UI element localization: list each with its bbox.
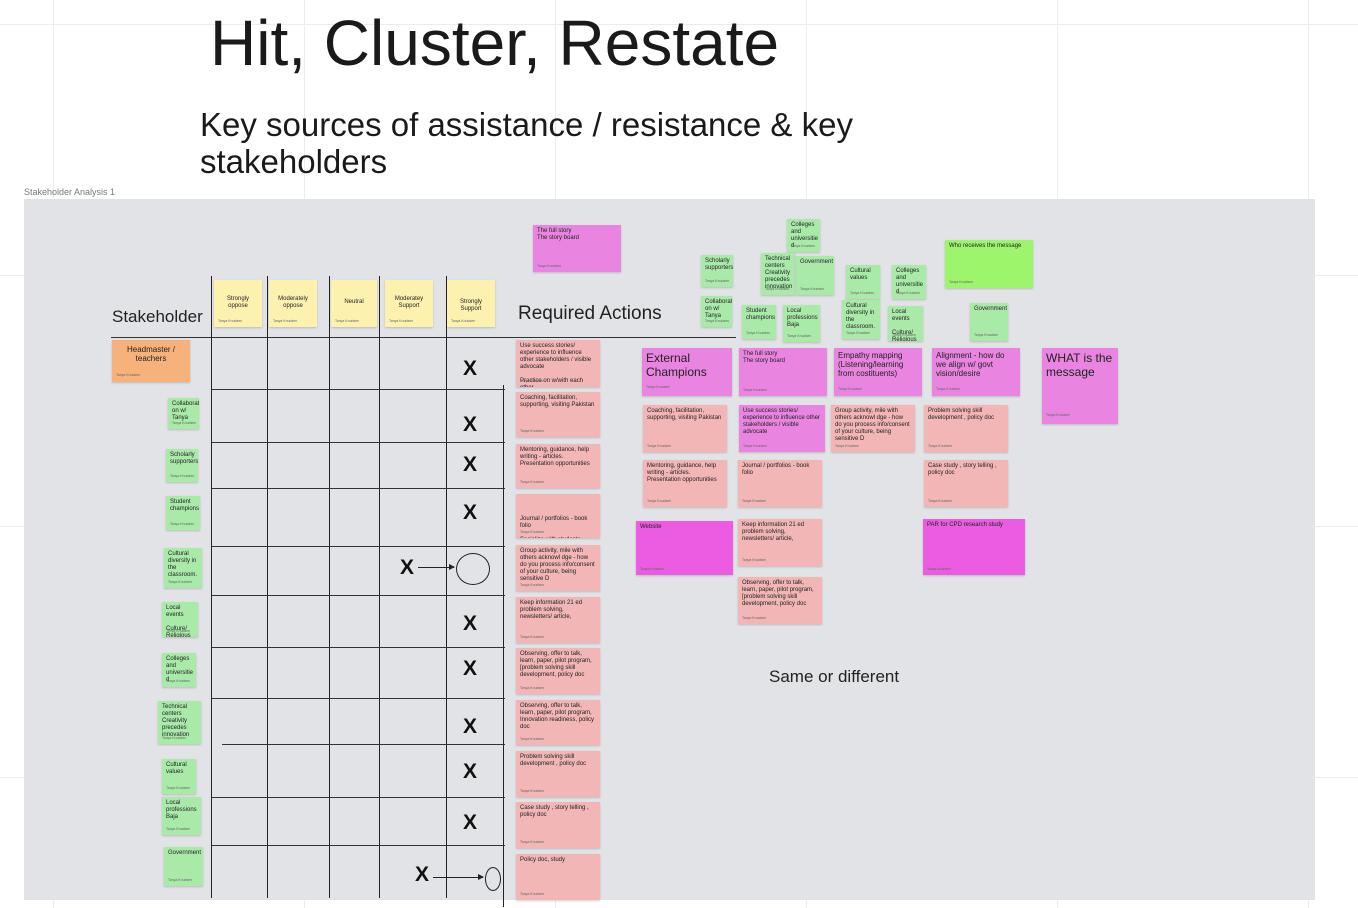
action-note[interactable]: Coaching, facilitation, supporting, visi… bbox=[516, 392, 600, 437]
moderately-support-mark: X bbox=[415, 863, 430, 886]
strongly-support-mark: X bbox=[463, 657, 478, 680]
theme-alignment[interactable]: Alignment - how do we align w/ govt visi… bbox=[932, 348, 1020, 396]
grid-vline bbox=[379, 276, 381, 898]
page-subtitle: Key sources of assistance / resistance &… bbox=[200, 106, 853, 180]
grid-hline bbox=[212, 442, 505, 444]
page-title: Hit, Cluster, Restate bbox=[210, 7, 780, 79]
action-note[interactable]: Group activity, mile with others acknowl… bbox=[516, 545, 600, 591]
stakeholder-note[interactable]: Technical centers Creativity precedes in… bbox=[158, 701, 201, 744]
grid-hline bbox=[212, 595, 505, 597]
strongly-support-mark: X bbox=[463, 413, 478, 436]
clustered-action-note[interactable]: Keep information 21 ed problem solving, … bbox=[738, 519, 822, 566]
header-underline bbox=[111, 337, 736, 339]
grid-hline bbox=[212, 698, 505, 700]
action-note[interactable]: Mentoring, guidance, help writing - arti… bbox=[516, 444, 600, 488]
action-note[interactable]: Problem solving skill development , poli… bbox=[516, 751, 600, 797]
moderately-support-mark: X bbox=[400, 556, 415, 579]
grid-vline bbox=[503, 385, 505, 907]
grid-vline bbox=[211, 276, 213, 898]
grid-vline bbox=[329, 276, 331, 898]
theme-empathy-mapping[interactable]: Empathy mapping (Listening/learning from… bbox=[834, 348, 922, 396]
strongly-support-mark: X bbox=[463, 501, 478, 524]
same-or-different-label: Same or different bbox=[769, 667, 900, 686]
action-note[interactable]: Keep information 21 ed problem solving, … bbox=[516, 597, 600, 643]
grid-hline bbox=[212, 488, 505, 490]
action-note[interactable]: Observing, offer to talk, learn, paper, … bbox=[516, 648, 600, 694]
target-circle bbox=[456, 553, 490, 585]
clustered-action-note[interactable]: Coaching, facilitation, supporting, visi… bbox=[643, 405, 727, 452]
strongly-support-mark: X bbox=[463, 760, 478, 783]
grid-hline bbox=[222, 744, 505, 746]
grid-hline bbox=[212, 546, 505, 548]
frame-label[interactable]: Stakeholder Analysis 1 bbox=[24, 187, 116, 197]
strongly-support-mark: X bbox=[463, 612, 478, 635]
shift-arrow bbox=[433, 874, 484, 880]
clustered-action-note[interactable]: Mentoring, guidance, help writing - arti… bbox=[643, 460, 727, 507]
stakeholder-note[interactable]: Cultural diversity in the classroom.Tany… bbox=[164, 548, 202, 588]
grid-hline bbox=[212, 845, 505, 847]
strongly-support-mark: X bbox=[463, 811, 478, 834]
target-circle bbox=[485, 867, 501, 891]
grid-vline bbox=[267, 276, 269, 898]
clustered-action-note[interactable]: Group activity, mile with others acknowl… bbox=[831, 405, 915, 452]
cluster-note[interactable]: Cultural diversity in the classroom.Tany… bbox=[842, 300, 880, 339]
clustered-action-note[interactable]: Problem solving skill development , poli… bbox=[924, 405, 1008, 452]
action-note[interactable]: Use success stories/ experience to influ… bbox=[516, 340, 600, 387]
cluster-note[interactable]: Technical centers Creativity precedes in… bbox=[761, 253, 795, 295]
shift-arrow bbox=[418, 564, 455, 570]
grid-hline bbox=[212, 797, 505, 799]
grid-hline bbox=[212, 647, 505, 649]
strongly-support-mark: X bbox=[463, 453, 478, 476]
grid-vline bbox=[446, 276, 448, 898]
clustered-action-note[interactable]: Use success stories/ experience to influ… bbox=[739, 405, 825, 452]
clustered-action-note[interactable]: Observing, offer to talk, learn, paper, … bbox=[738, 577, 822, 624]
action-note[interactable]: Journal / portfolios - book folio Social… bbox=[516, 494, 600, 538]
strongly-support-mark: X bbox=[463, 715, 478, 738]
strongly-support-mark: X bbox=[463, 357, 478, 380]
required-actions-header: Required Actions bbox=[518, 303, 662, 324]
action-note[interactable]: Observing, offer to talk, learn, paper, … bbox=[516, 700, 600, 745]
grid-hline bbox=[212, 389, 505, 391]
stakeholder-header: Stakeholder bbox=[112, 307, 203, 326]
